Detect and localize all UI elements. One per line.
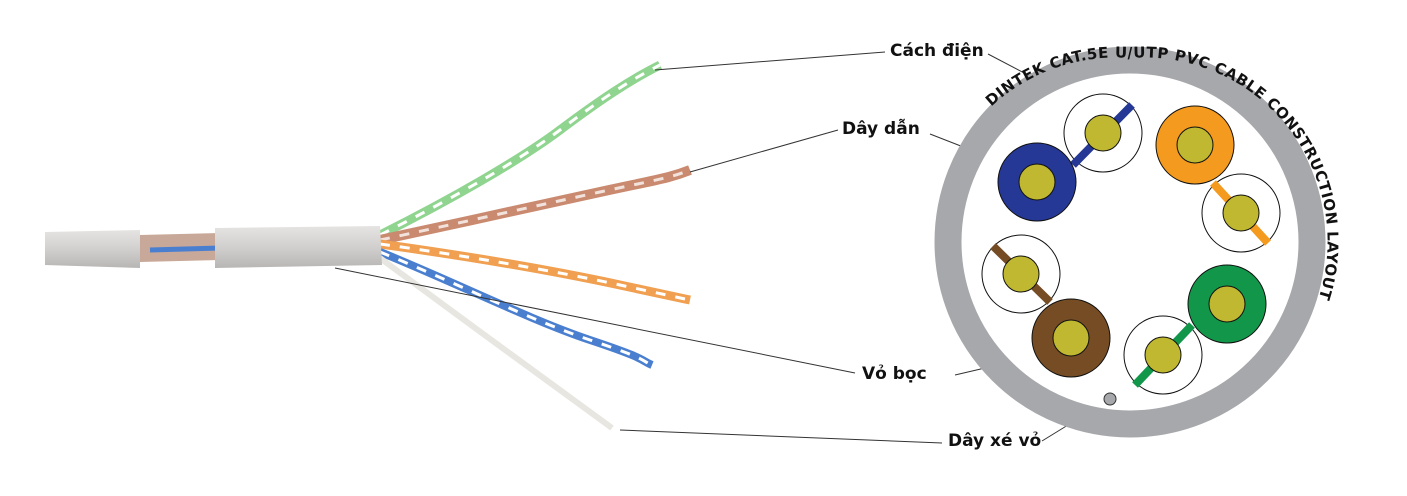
wire-white-green	[1123, 315, 1203, 395]
cable-jacket	[215, 226, 382, 268]
wire-blue	[997, 142, 1077, 222]
wire-orange	[1155, 105, 1235, 185]
ripcord-wire	[378, 255, 614, 431]
wire-brown	[1031, 298, 1111, 378]
label-ripcord: Dây xé vỏ	[948, 431, 1042, 451]
cross-section: DINTEK CAT.5E U/UTP PVC CABLE CONSTRUCTI…	[934, 43, 1341, 438]
wire-white-orange	[1201, 173, 1281, 253]
label-jacket: Vỏ bọc	[862, 364, 927, 384]
label-insulation: Cách điện	[890, 41, 984, 61]
wire-white-blue	[1063, 93, 1143, 173]
wire-white-brown	[981, 234, 1061, 314]
cable-illustration	[45, 60, 692, 431]
wire-green	[1187, 264, 1267, 344]
cable-jacket-end	[45, 230, 140, 268]
label-conductor: Dây dẫn	[842, 119, 920, 139]
ripcord-dot	[1103, 392, 1117, 406]
